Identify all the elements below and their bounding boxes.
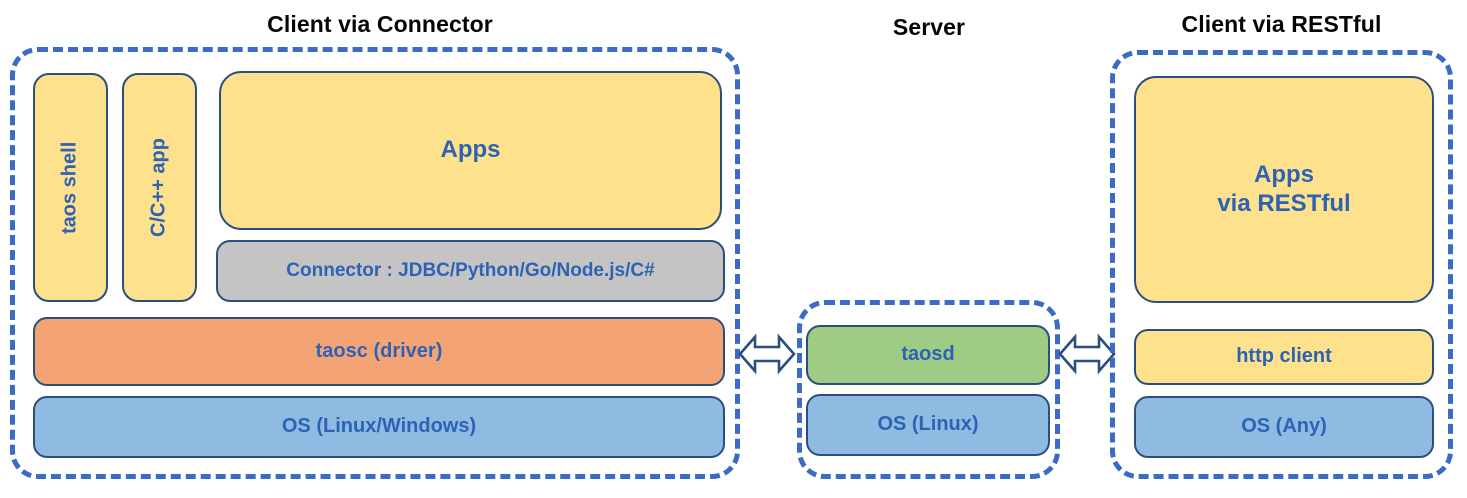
section-title-server: Server bbox=[892, 14, 966, 40]
apps-line-2: via RESTful bbox=[1217, 189, 1351, 217]
group-client-via-restful bbox=[1110, 50, 1453, 479]
box-apps-via-restful-text: Apps via RESTful bbox=[1217, 161, 1350, 218]
bidirectional-arrow-icon bbox=[1058, 333, 1116, 375]
box-taosc-driver[interactable]: taosc (driver) bbox=[33, 317, 725, 386]
box-os-any[interactable]: OS (Any) bbox=[1134, 396, 1434, 458]
box-os-linux[interactable]: OS (Linux) bbox=[806, 394, 1050, 456]
apps-line-1: Apps bbox=[1253, 161, 1314, 189]
group-server bbox=[797, 300, 1060, 479]
box-taosd[interactable]: taosd bbox=[806, 325, 1050, 385]
bidirectional-arrow-left bbox=[738, 326, 796, 382]
section-title-client-connector: Client via Connector bbox=[267, 11, 493, 37]
box-apps-via-restful[interactable]: Apps via RESTful bbox=[1134, 76, 1434, 303]
section-title-client-restful: Client via RESTful bbox=[1181, 11, 1382, 37]
bidirectional-arrow-right bbox=[1058, 326, 1116, 382]
bidirectional-arrow-icon bbox=[738, 333, 796, 375]
box-connector[interactable]: Connector : JDBC/Python/Go/Node.js/C# bbox=[216, 240, 725, 302]
box-http-client[interactable]: http client bbox=[1134, 329, 1434, 385]
box-apps[interactable]: Apps bbox=[219, 71, 722, 230]
group-client-via-connector bbox=[10, 47, 740, 479]
box-os-linux-windows[interactable]: OS (Linux/Windows) bbox=[33, 396, 725, 458]
box-c-cpp-app[interactable]: C/C++ app bbox=[122, 73, 197, 302]
box-taos-shell[interactable]: taos shell bbox=[33, 73, 108, 302]
